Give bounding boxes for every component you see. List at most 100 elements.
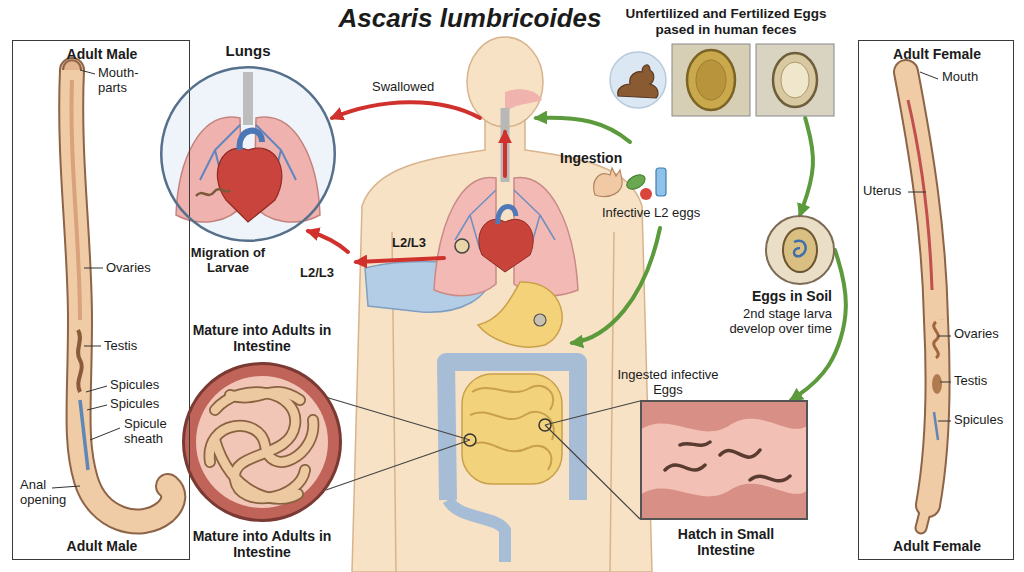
female-worm [906, 72, 938, 505]
part-label: Spicules [110, 397, 159, 412]
intestine-inset-picture [183, 363, 341, 521]
egg-pictures [610, 44, 834, 116]
small-intestine [462, 374, 562, 484]
hatch-inset-picture [640, 400, 808, 431]
intestine-inset-picture [196, 376, 328, 508]
egg-pictures [687, 50, 735, 110]
egg-pictures [756, 44, 834, 116]
intestine-inset-picture [230, 392, 300, 400]
circle-outline [161, 67, 335, 241]
cycle-arrow [800, 118, 813, 215]
hatch-inset-picture [640, 400, 808, 520]
part-label: Mouth [942, 70, 978, 85]
step-label: Ingestion [560, 150, 622, 166]
heart [479, 206, 533, 272]
human-body [352, 37, 652, 572]
hatch-inset-picture [665, 442, 790, 481]
migration-arrow [308, 231, 348, 252]
part-label: Testis [954, 374, 987, 389]
intestine-inset-picture [215, 440, 298, 499]
hatch-inset: Hatch in Small Intestine [640, 400, 808, 520]
part-label: Spicules [954, 413, 1003, 428]
panel-heading: Adult Male [13, 46, 191, 62]
circle-outline [766, 216, 834, 284]
ingestion-arrow [536, 118, 630, 142]
male-worm [71, 70, 173, 522]
egg-pictures [773, 53, 817, 107]
stage-label: L2/L3 [392, 236, 426, 251]
soil-egg-picture [794, 241, 806, 257]
callout-wedge [322, 396, 640, 519]
female-worm [934, 412, 938, 440]
female-worm [906, 72, 938, 505]
male-worm [63, 60, 173, 521]
stomach [478, 282, 562, 347]
migration-arrow [356, 258, 444, 262]
leader-line [52, 70, 120, 488]
panel-heading: Adult Female [859, 46, 1015, 62]
part-label: Testis [104, 339, 137, 354]
ingestion-arrow [536, 118, 660, 343]
body-lungs [455, 239, 469, 253]
lungs-inset-picture [240, 131, 262, 150]
leader-line [52, 70, 120, 488]
circle-outline [184, 364, 341, 521]
small-intestine [470, 386, 554, 470]
migration-arrow [503, 132, 507, 176]
stage-note: 2nd stage larva develop over time [697, 307, 832, 337]
circle-outline [765, 215, 835, 285]
trachea [501, 108, 510, 182]
intestine-inset-picture [183, 363, 341, 521]
heart [498, 206, 516, 224]
lungs-inset-picture [243, 72, 253, 125]
step-label: Migration of Larvae [188, 246, 268, 276]
leader-line [908, 72, 951, 421]
male-worm [78, 330, 82, 392]
part-label: Ovaries [954, 327, 999, 342]
heart [479, 219, 533, 272]
step-label: Swallowed [372, 80, 434, 95]
panel-heading: Adult Male [13, 538, 191, 554]
migration-arrow [308, 102, 505, 262]
large-intestine [448, 500, 505, 562]
large-intestine [446, 362, 578, 500]
female-worm [934, 322, 939, 358]
female-worm [908, 100, 932, 290]
diagram-title: Ascaris lumbricoides [300, 4, 640, 34]
egg-pictures [672, 44, 750, 116]
migration-arrow [332, 102, 480, 118]
hatch-inset-picture [640, 400, 808, 520]
soil-egg-picture [783, 228, 817, 272]
egg-pictures [610, 52, 666, 108]
soil-egg-picture [766, 216, 834, 284]
circle-outline [160, 66, 336, 242]
female-worm [906, 72, 942, 528]
part-label: Ovaries [106, 261, 151, 276]
male-worm [71, 80, 80, 320]
food-water-icons [594, 168, 623, 197]
callout-wedge [539, 419, 551, 431]
stomach [478, 282, 562, 347]
callout-wedge [322, 396, 640, 519]
leader-line [908, 72, 951, 421]
small-intestine [462, 374, 562, 484]
lungs-inset-picture [217, 148, 281, 222]
trachea [505, 108, 506, 182]
panel-heading: Adult Female [859, 538, 1015, 554]
egg-pictures [781, 62, 809, 98]
lungs-inset-picture [161, 67, 335, 241]
inset-heading: Hatch in Small Intestine [661, 526, 791, 558]
egg-samples: Unfertilized and Fertilized Eggs pased i… [606, 4, 846, 118]
soil-egg: Eggs in Soil2nd stage larva develop over… [765, 215, 835, 285]
adult-female-panel: Adult FemaleAdult Female [858, 40, 1014, 560]
circle-outline [182, 362, 342, 522]
hatch-inset-picture [640, 484, 808, 520]
step-label: Ingested infective Eggs [612, 368, 724, 398]
intestine-inset-picture [215, 392, 305, 498]
nasal-cavity [505, 89, 542, 112]
part-label: Spicules [110, 378, 159, 393]
food-water-icons [640, 188, 652, 200]
lungs-inset-picture [161, 67, 335, 241]
lungs-inset: Lungs [160, 66, 336, 242]
